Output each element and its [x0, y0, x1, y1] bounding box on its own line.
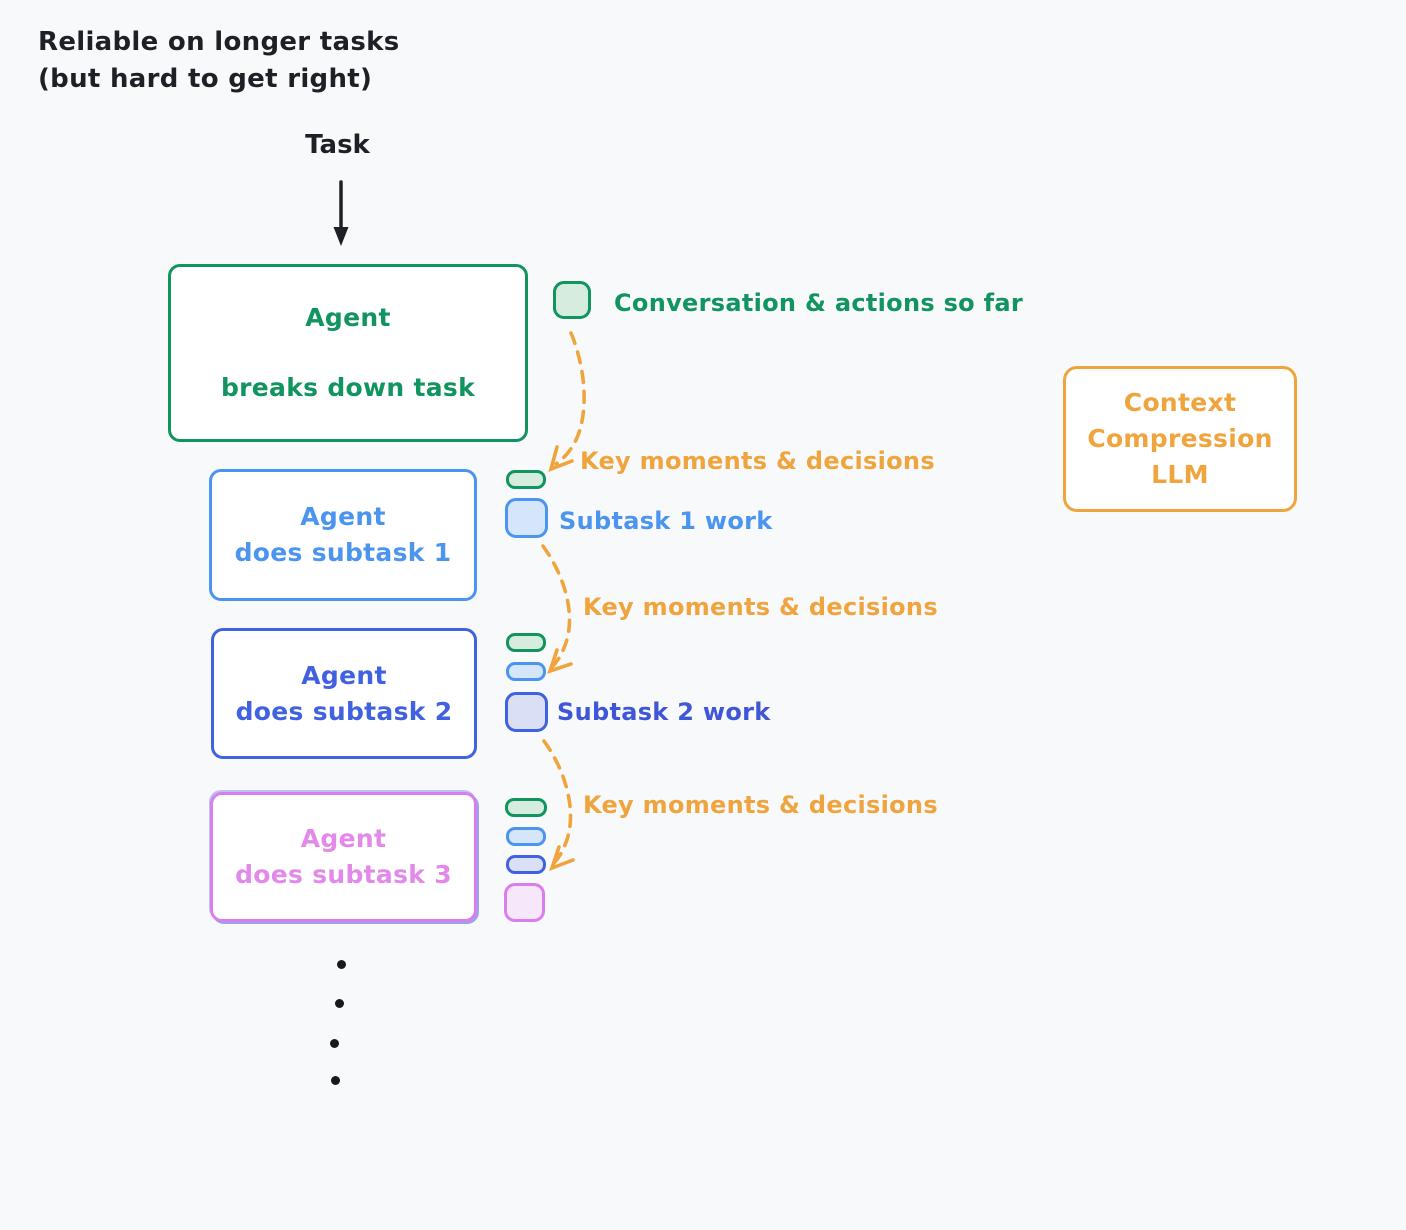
task-label: Task: [305, 130, 370, 160]
agent-breakdown-subtitle: breaks down task: [220, 373, 476, 402]
conversation-label: Conversation & actions so far: [614, 289, 1023, 317]
subtask1-work-label: Subtask 1 work: [559, 507, 773, 535]
context-compression-line1: Context: [1123, 388, 1237, 417]
ellipsis-dot: [335, 999, 344, 1008]
agent-subtask3-box: Agent does subtask 3: [210, 792, 477, 922]
subtask3-work-chip-icon: [504, 883, 545, 922]
compress-arrow-2: [541, 544, 573, 674]
ellipsis-dot: [331, 1076, 340, 1085]
context-compression-line2: Compression: [1087, 424, 1273, 453]
agent-subtask2-box: Agent does subtask 2: [211, 628, 477, 759]
agent-breakdown-title: Agent: [305, 303, 391, 332]
key-moments-label-1: Key moments & decisions: [580, 447, 935, 475]
title-line-1: Reliable on longer tasks: [38, 27, 400, 57]
compress-arrow-3: [542, 739, 575, 872]
key-moments-chip-icon: [505, 798, 547, 817]
agent-subtask1-title: Agent: [300, 502, 386, 531]
key-moments-label-3: Key moments & decisions: [583, 791, 938, 819]
subtask1-summary-chip-icon: [506, 827, 546, 846]
subtask1-summary-chip-icon: [506, 662, 546, 681]
key-moments-chip-icon: [506, 470, 546, 489]
subtask2-work-chip-icon: [505, 692, 548, 732]
ellipsis-dot: [337, 960, 346, 969]
agent-subtask3-title: Agent: [300, 824, 387, 853]
conversation-chip-icon: [553, 281, 591, 319]
agent-subtask2-subtitle: does subtask 2: [235, 696, 453, 726]
subtask2-summary-chip-icon: [506, 855, 546, 874]
diagram-title: Reliable on longer tasks (but hard to ge…: [38, 24, 399, 98]
subtask2-work-label: Subtask 2 work: [557, 698, 771, 726]
ellipsis-dot: [330, 1039, 339, 1048]
agent-subtask1-subtitle: does subtask 1: [234, 538, 452, 567]
key-moments-chip-icon: [506, 633, 546, 652]
task-down-arrow: [333, 180, 349, 246]
subtask1-work-chip-icon: [505, 498, 548, 538]
agent-subtask1-box: Agent does subtask 1: [209, 469, 477, 601]
agent-subtask3-subtitle: does subtask 3: [235, 860, 452, 889]
agent-breakdown-box: Agent breaks down task: [168, 264, 528, 442]
key-moments-label-2: Key moments & decisions: [583, 593, 938, 621]
context-compression-line3: LLM: [1151, 460, 1209, 489]
context-compression-box: Context Compression LLM: [1063, 366, 1297, 512]
agent-subtask2-title: Agent: [301, 660, 387, 690]
title-line-2: (but hard to get right): [38, 64, 373, 94]
